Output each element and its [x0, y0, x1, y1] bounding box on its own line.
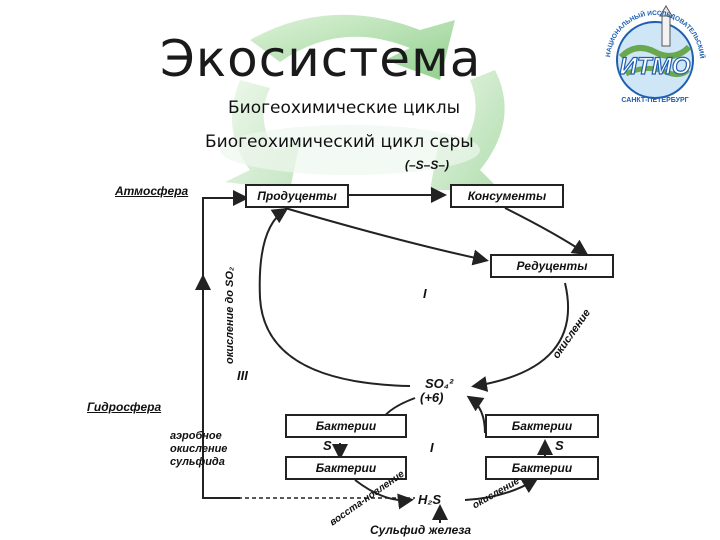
atmosphere-label: Атмосфера — [115, 184, 189, 198]
aerobic-line-1: аэробное — [170, 430, 222, 442]
lower-cycle-one-label: I — [430, 440, 434, 455]
logo-city: САНКТ-ПЕТЕРБУРГ — [621, 97, 688, 104]
bacteria-bottom-right-box: Бактерии — [485, 456, 599, 480]
logo-name: ИТМО — [620, 53, 691, 80]
itmo-globe-icon: НАЦИОНАЛЬНЫЙ ИССЛЕДОВАТЕЛЬСКИЙ УНИВЕРСИТ… — [594, 0, 707, 104]
formula-top-label: (–S–S–) — [405, 158, 450, 172]
sulfur-left-label: S — [323, 438, 332, 453]
consumers-box: Консументы — [450, 184, 564, 208]
slide-subtitle-1: Биогеохимические циклы — [228, 98, 461, 118]
hydrosphere-label: Гидросфера — [87, 400, 162, 414]
slide-title: Экосистема — [160, 30, 482, 88]
bacteria-bottom-left-box: Бактерии — [285, 456, 407, 480]
oxidation-to-so2-label: окисление до SO₂ — [224, 266, 236, 364]
producers-box: Продуценты — [245, 184, 349, 208]
bacteria-top-left-box: Бактерии — [285, 414, 407, 438]
aerobic-line-2: окисление — [170, 443, 228, 455]
bacteria-top-right-box: Бактерии — [485, 414, 599, 438]
so4-label: SO₄² — [425, 376, 454, 391]
cycle-three-label: III — [237, 368, 248, 383]
slide-subtitle-2: Биогеохимический цикл серы — [205, 132, 474, 152]
sulfur-right-label: S — [555, 438, 564, 453]
aerobic-line-3: сульфида — [170, 456, 225, 468]
iron-sulfide-label: Сульфид железа — [370, 523, 472, 537]
sulfur-cycle-diagram: (–S–S–) Атмосфера Продуценты Консументы … — [85, 158, 650, 540]
so4-charge-label: (+6) — [420, 390, 444, 405]
reducers-box: Редуценты — [490, 254, 614, 278]
cycle-one-label: I — [423, 286, 427, 301]
itmo-logo: НАЦИОНАЛЬНЫЙ ИССЛЕДОВАТЕЛЬСКИЙ УНИВЕРСИТ… — [594, 0, 714, 110]
h2s-label: H₂S — [418, 492, 442, 507]
